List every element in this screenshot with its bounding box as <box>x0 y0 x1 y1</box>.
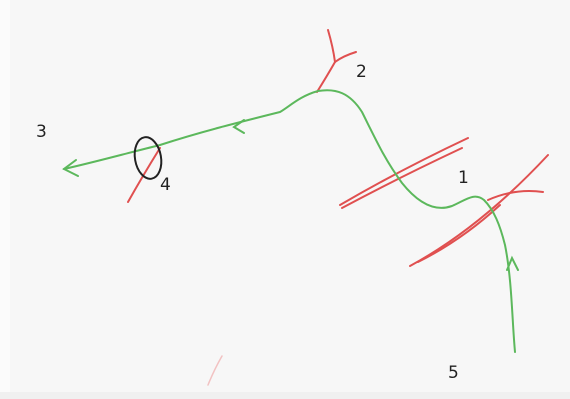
barrier-4 <box>127 147 161 203</box>
arrowheads <box>62 119 519 271</box>
barrier-1-upper <box>339 137 469 206</box>
barrier-2-branch <box>334 51 357 63</box>
barrier-1-upper-stroke <box>341 147 463 209</box>
label-start: 5 <box>448 363 459 383</box>
barriers <box>127 29 549 386</box>
barrier-right-long <box>409 154 549 267</box>
arrowhead-icon <box>62 159 79 177</box>
label-crossing-2: 2 <box>356 62 367 82</box>
paper-edge-left <box>0 0 10 399</box>
label-crossing-1: 1 <box>458 168 469 188</box>
barrier-2-stem <box>327 29 336 63</box>
label-end: 3 <box>36 122 47 142</box>
barrier-right-branch <box>487 190 544 201</box>
circle-marker-icon <box>133 136 163 180</box>
arrowhead-icon <box>506 255 519 271</box>
route-path <box>63 89 516 353</box>
paper-edge-bottom <box>0 392 570 399</box>
label-crossing-4: 4 <box>160 175 171 195</box>
arrowhead-icon <box>232 119 245 134</box>
barrier-2-lower <box>316 61 336 93</box>
route <box>63 89 516 353</box>
faint-mark <box>207 355 223 386</box>
